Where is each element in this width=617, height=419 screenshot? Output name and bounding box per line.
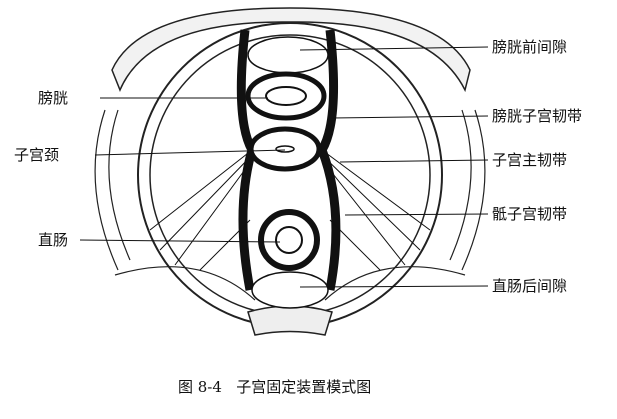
leader-lines — [79, 46, 489, 288]
cervix-shape — [248, 126, 322, 172]
label-vesicouterine-ligament: 膀胱子宫韧带 — [492, 107, 583, 125]
label-cardinal-ligament: 子宫主韧带 — [492, 151, 568, 169]
pelvic-wall — [94, 7, 486, 328]
sacrum — [247, 305, 333, 336]
label-bladder: 膀胱 — [38, 89, 69, 107]
label-uterosacral-ligament: 骶子宫韧带 — [492, 205, 568, 223]
prevesical-space — [247, 36, 329, 74]
retrorectal-space — [251, 271, 329, 309]
label-cervix: 子宫颈 — [14, 146, 60, 164]
figure-caption: 图 8-4 子宫固定装置模式图 — [178, 378, 372, 396]
label-rectum: 直肠 — [38, 231, 69, 249]
label-prevesical-space: 膀胱前间隙 — [492, 38, 568, 56]
label-retrorectal-space: 直肠后间隙 — [492, 277, 568, 295]
